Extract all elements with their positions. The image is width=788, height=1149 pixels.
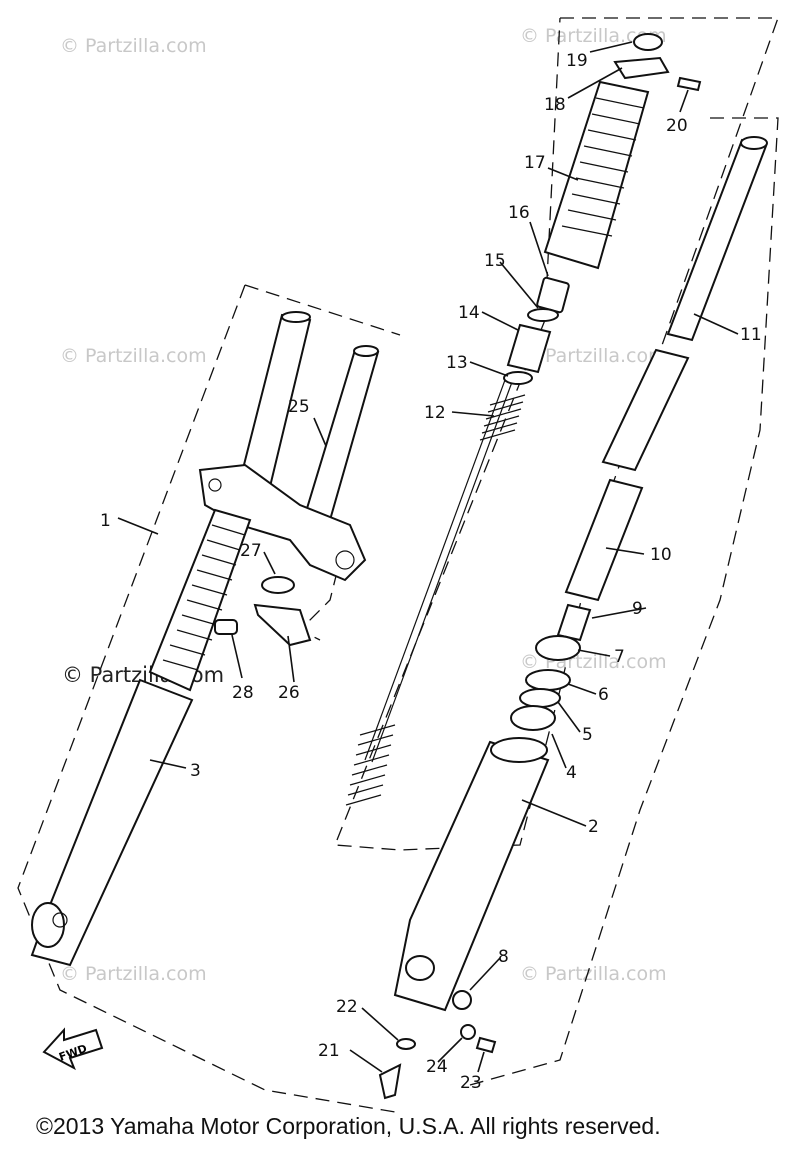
part-label-26: 26 <box>278 683 300 703</box>
part-label-25: 25 <box>288 397 310 417</box>
part-label-1: 1 <box>100 511 111 531</box>
watermark-top-left: © Partzilla.com <box>60 35 207 57</box>
part-label-5: 5 <box>582 725 593 745</box>
part-label-4: 4 <box>566 763 577 783</box>
right-fork-exploded <box>378 33 768 1100</box>
dashed-boundaries <box>17 17 779 1113</box>
watermark-bottom-right: © Partzilla.com <box>520 963 667 985</box>
part-label-6: 6 <box>598 685 609 705</box>
part-label-2: 2 <box>588 817 599 837</box>
part-label-10: 10 <box>650 545 672 565</box>
part-label-18: 18 <box>544 95 566 115</box>
part-label-15: 15 <box>484 251 506 271</box>
copyright-text: ©2013 Yamaha Motor Corporation, U.S.A. A… <box>36 1113 661 1139</box>
part-label-24: 24 <box>426 1057 448 1077</box>
left-fork-assembly <box>30 311 380 967</box>
watermark-top-right: © Partzilla.com <box>520 25 667 47</box>
part-label-11: 11 <box>740 325 762 345</box>
fwd-arrow-icon: FWD <box>42 1027 104 1071</box>
part-label-21: 21 <box>318 1041 340 1061</box>
watermark-mid-right: © Partzilla.com <box>520 345 667 367</box>
part-label-8: 8 <box>498 947 509 967</box>
part-label-22: 22 <box>336 997 358 1017</box>
part-label-16: 16 <box>508 203 530 223</box>
part-label-9: 9 <box>632 599 643 619</box>
damper-rod-spring <box>345 371 533 806</box>
watermark-mid-left: © Partzilla.com <box>60 345 207 367</box>
part-label-19: 19 <box>566 51 588 71</box>
part-label-14: 14 <box>458 303 480 323</box>
part-label-12: 12 <box>424 403 446 423</box>
part-label-3: 3 <box>190 761 201 781</box>
part-label-23: 23 <box>460 1073 482 1093</box>
watermark-bottom-left: © Partzilla.com <box>60 963 207 985</box>
part-label-7: 7 <box>614 647 625 667</box>
part-label-27: 27 <box>240 541 262 561</box>
part-label-13: 13 <box>446 353 468 373</box>
part-label-20: 20 <box>666 116 688 136</box>
leader-lines <box>117 41 739 1073</box>
part-label-28: 28 <box>232 683 254 703</box>
part-label-17: 17 <box>524 153 546 173</box>
part-labels: 19 18 20 17 16 15 14 13 12 11 25 1 27 26… <box>100 51 762 1093</box>
